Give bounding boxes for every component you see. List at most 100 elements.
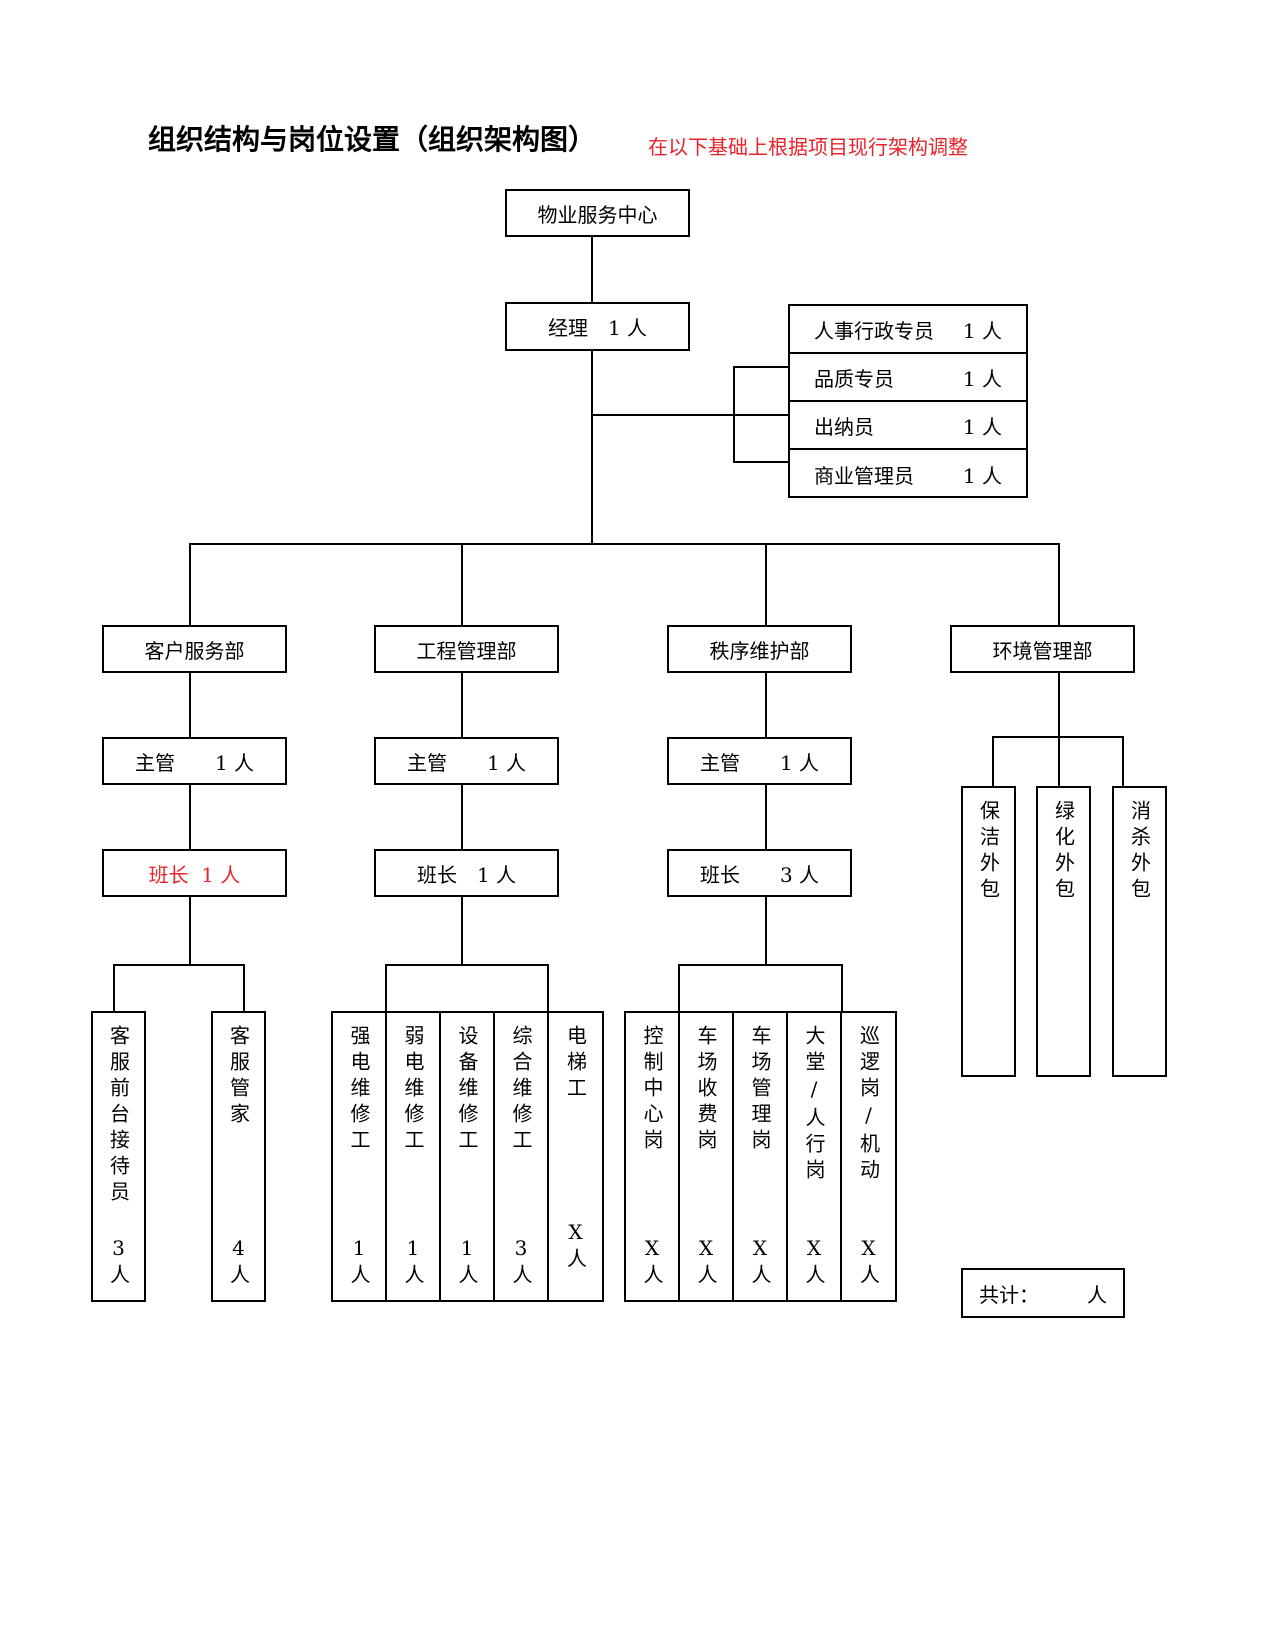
post-column: 控制中心岗 X人 (626, 1013, 680, 1300)
total-label: 共计： (979, 1282, 1039, 1307)
post-label: 强电维修工 (347, 1025, 371, 1155)
connector (461, 897, 463, 965)
connector (385, 964, 549, 966)
post-count: 1人 (455, 1236, 479, 1288)
outsource-box: 消杀外包 (1112, 786, 1167, 1077)
staff-count: 1 人 (962, 318, 1002, 343)
post-column: 大堂/人行岗 X人 (788, 1013, 842, 1300)
connector (591, 237, 593, 303)
post-column: 强电维修工 1人 (333, 1013, 387, 1300)
supervisor-box: 主管 1 人 (667, 737, 852, 785)
post-column: 电梯工 X人 (549, 1013, 602, 1300)
outsource-box: 保洁外包 (961, 786, 1016, 1077)
connector (189, 543, 191, 625)
connector (992, 736, 994, 786)
connector (1058, 736, 1060, 786)
connector (1058, 673, 1060, 737)
dept-engineering: 工程管理部 (374, 625, 559, 673)
post-column: 巡逻岗/机动 X人 (842, 1013, 895, 1300)
outsource-box: 绿化外包 (1036, 786, 1091, 1077)
outsource-column: 保洁外包 (963, 788, 1014, 1075)
title-note: 在以下基础上根据项目现行架构调整 (648, 135, 968, 159)
connector (765, 543, 767, 625)
leader-box: 班长 3 人 (667, 849, 852, 897)
page-title: 组织结构与岗位设置（组织架构图） (148, 123, 597, 156)
staff-row: 商业管理员 1 人 (790, 450, 1026, 498)
post-column: 综合维修工 3人 (495, 1013, 549, 1300)
post-column: 弱电维修工 1人 (387, 1013, 441, 1300)
post-column: 客服管家 4人 (213, 1013, 264, 1300)
connector (678, 964, 680, 1012)
post-count: X人 (563, 1220, 588, 1272)
connector (461, 543, 463, 625)
connector (678, 964, 843, 966)
outsource-label: 消杀外包 (1127, 800, 1152, 904)
staff-table: 人事行政专员 1 人 品质专员 1 人 出纳员 1 人 商业管理员 1 人 (788, 304, 1028, 498)
connector (189, 673, 191, 737)
post-count: 1人 (347, 1236, 371, 1288)
connector (113, 964, 245, 966)
connector (461, 673, 463, 737)
connector (841, 964, 843, 1012)
post-label: 客服前台接待员 (106, 1025, 131, 1207)
connector (591, 351, 593, 544)
staff-count: 1 人 (962, 414, 1002, 439)
staff-row: 品质专员 1 人 (790, 354, 1026, 402)
post-label: 设备维修工 (455, 1025, 479, 1155)
staff-count: 1 人 (962, 366, 1002, 391)
post-box: 客服管家 4人 (211, 1011, 266, 1302)
connector (591, 414, 789, 416)
post-column: 车场管理岗 X人 (734, 1013, 788, 1300)
connector (765, 785, 767, 849)
dept-environment: 环境管理部 (950, 625, 1135, 673)
connector (765, 673, 767, 737)
staff-role: 出纳员 (814, 414, 874, 439)
post-column: 设备维修工 1人 (441, 1013, 495, 1300)
supervisor-box: 主管 1 人 (102, 737, 287, 785)
staff-row: 人事行政专员 1 人 (790, 306, 1026, 354)
staff-role: 品质专员 (814, 366, 894, 391)
total-box: 共计： 人 (961, 1268, 1125, 1318)
post-column: 车场收费岗 X人 (680, 1013, 734, 1300)
post-count: X人 (694, 1236, 718, 1288)
connector (243, 964, 245, 1012)
supervisor-box: 主管 1 人 (374, 737, 559, 785)
staff-row: 出纳员 1 人 (790, 402, 1026, 450)
connector (733, 366, 789, 368)
connector (1058, 543, 1060, 625)
connector (733, 461, 789, 463)
connector (113, 964, 115, 1012)
post-box: 客服前台接待员 3人 (91, 1011, 146, 1302)
post-count: 3人 (509, 1236, 533, 1288)
total-unit: 人 (1087, 1282, 1107, 1307)
post-count: X人 (856, 1236, 881, 1288)
post-label: 电梯工 (563, 1025, 588, 1103)
dept-order-maintenance: 秩序维护部 (667, 625, 852, 673)
dept-customer-service: 客户服务部 (102, 625, 287, 673)
post-label: 客服管家 (226, 1025, 251, 1129)
connector (461, 785, 463, 849)
post-group: 控制中心岗 X人 车场收费岗 X人 车场管理岗 X人 大堂/人行岗 X人 巡逻岗… (624, 1011, 897, 1302)
post-column: 客服前台接待员 3人 (93, 1013, 144, 1300)
outsource-label: 绿化外包 (1051, 800, 1076, 904)
connector (189, 543, 1060, 545)
leader-box: 班长 1 人 (374, 849, 559, 897)
connector (765, 897, 767, 965)
post-label: 巡逻岗/机动 (856, 1025, 881, 1185)
outsource-column: 绿化外包 (1038, 788, 1089, 1075)
outsource-column: 消杀外包 (1114, 788, 1165, 1075)
connector (733, 367, 735, 463)
staff-count: 1 人 (962, 463, 1002, 488)
connector (189, 785, 191, 849)
outsource-label: 保洁外包 (976, 800, 1001, 904)
post-label: 车场收费岗 (694, 1025, 718, 1155)
post-label: 车场管理岗 (748, 1025, 772, 1155)
post-label: 弱电维修工 (401, 1025, 425, 1155)
post-count: 4人 (226, 1236, 251, 1288)
connector (385, 964, 387, 1012)
staff-role: 人事行政专员 (814, 318, 934, 343)
post-count: X人 (802, 1236, 826, 1288)
manager-box: 经理 1 人 (505, 302, 690, 351)
connector (1122, 736, 1124, 786)
post-label: 大堂/人行岗 (802, 1025, 826, 1185)
